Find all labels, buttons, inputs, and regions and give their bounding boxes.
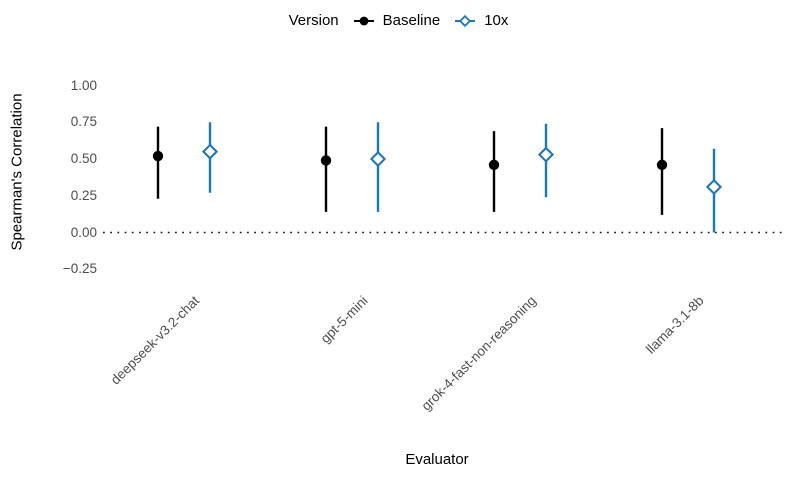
filled-circle-key-icon [353,16,374,25]
point-10x-llama-3.1-8b [705,178,723,196]
point-Baseline-gpt-5-mini [320,155,332,166]
legend-label: 10x [484,12,509,29]
legend-title: Version [288,12,339,29]
y-tick-label: −0.25 [62,261,97,277]
point-10x-grok-4-fast-non-reasoning [537,146,555,163]
x-axis-title: Evaluator [405,451,469,468]
point-Baseline-llama-3.1-8b [656,159,668,171]
point-10x-deepseek-v3.2-chat [201,143,219,160]
point-Baseline-grok-4-fast-non-reasoning [488,159,500,171]
point-10x-gpt-5-mini [369,150,387,168]
legend: Version Baseline 10x [0,12,797,29]
open-diamond-key-icon [455,14,476,27]
y-tick-label: 0.50 [70,151,97,166]
y-tick-label: 1.00 [70,77,97,93]
y-tick-label: 0.25 [70,187,97,203]
legend-item-Baseline: Baseline [352,12,441,29]
y-tick-label: 0.00 [70,224,97,240]
legend-label: Baseline [382,12,441,29]
point-Baseline-deepseek-v3.2-chat [152,150,164,162]
y-tick-label: 0.75 [70,114,97,130]
legend-item-10x: 10x [453,12,508,29]
